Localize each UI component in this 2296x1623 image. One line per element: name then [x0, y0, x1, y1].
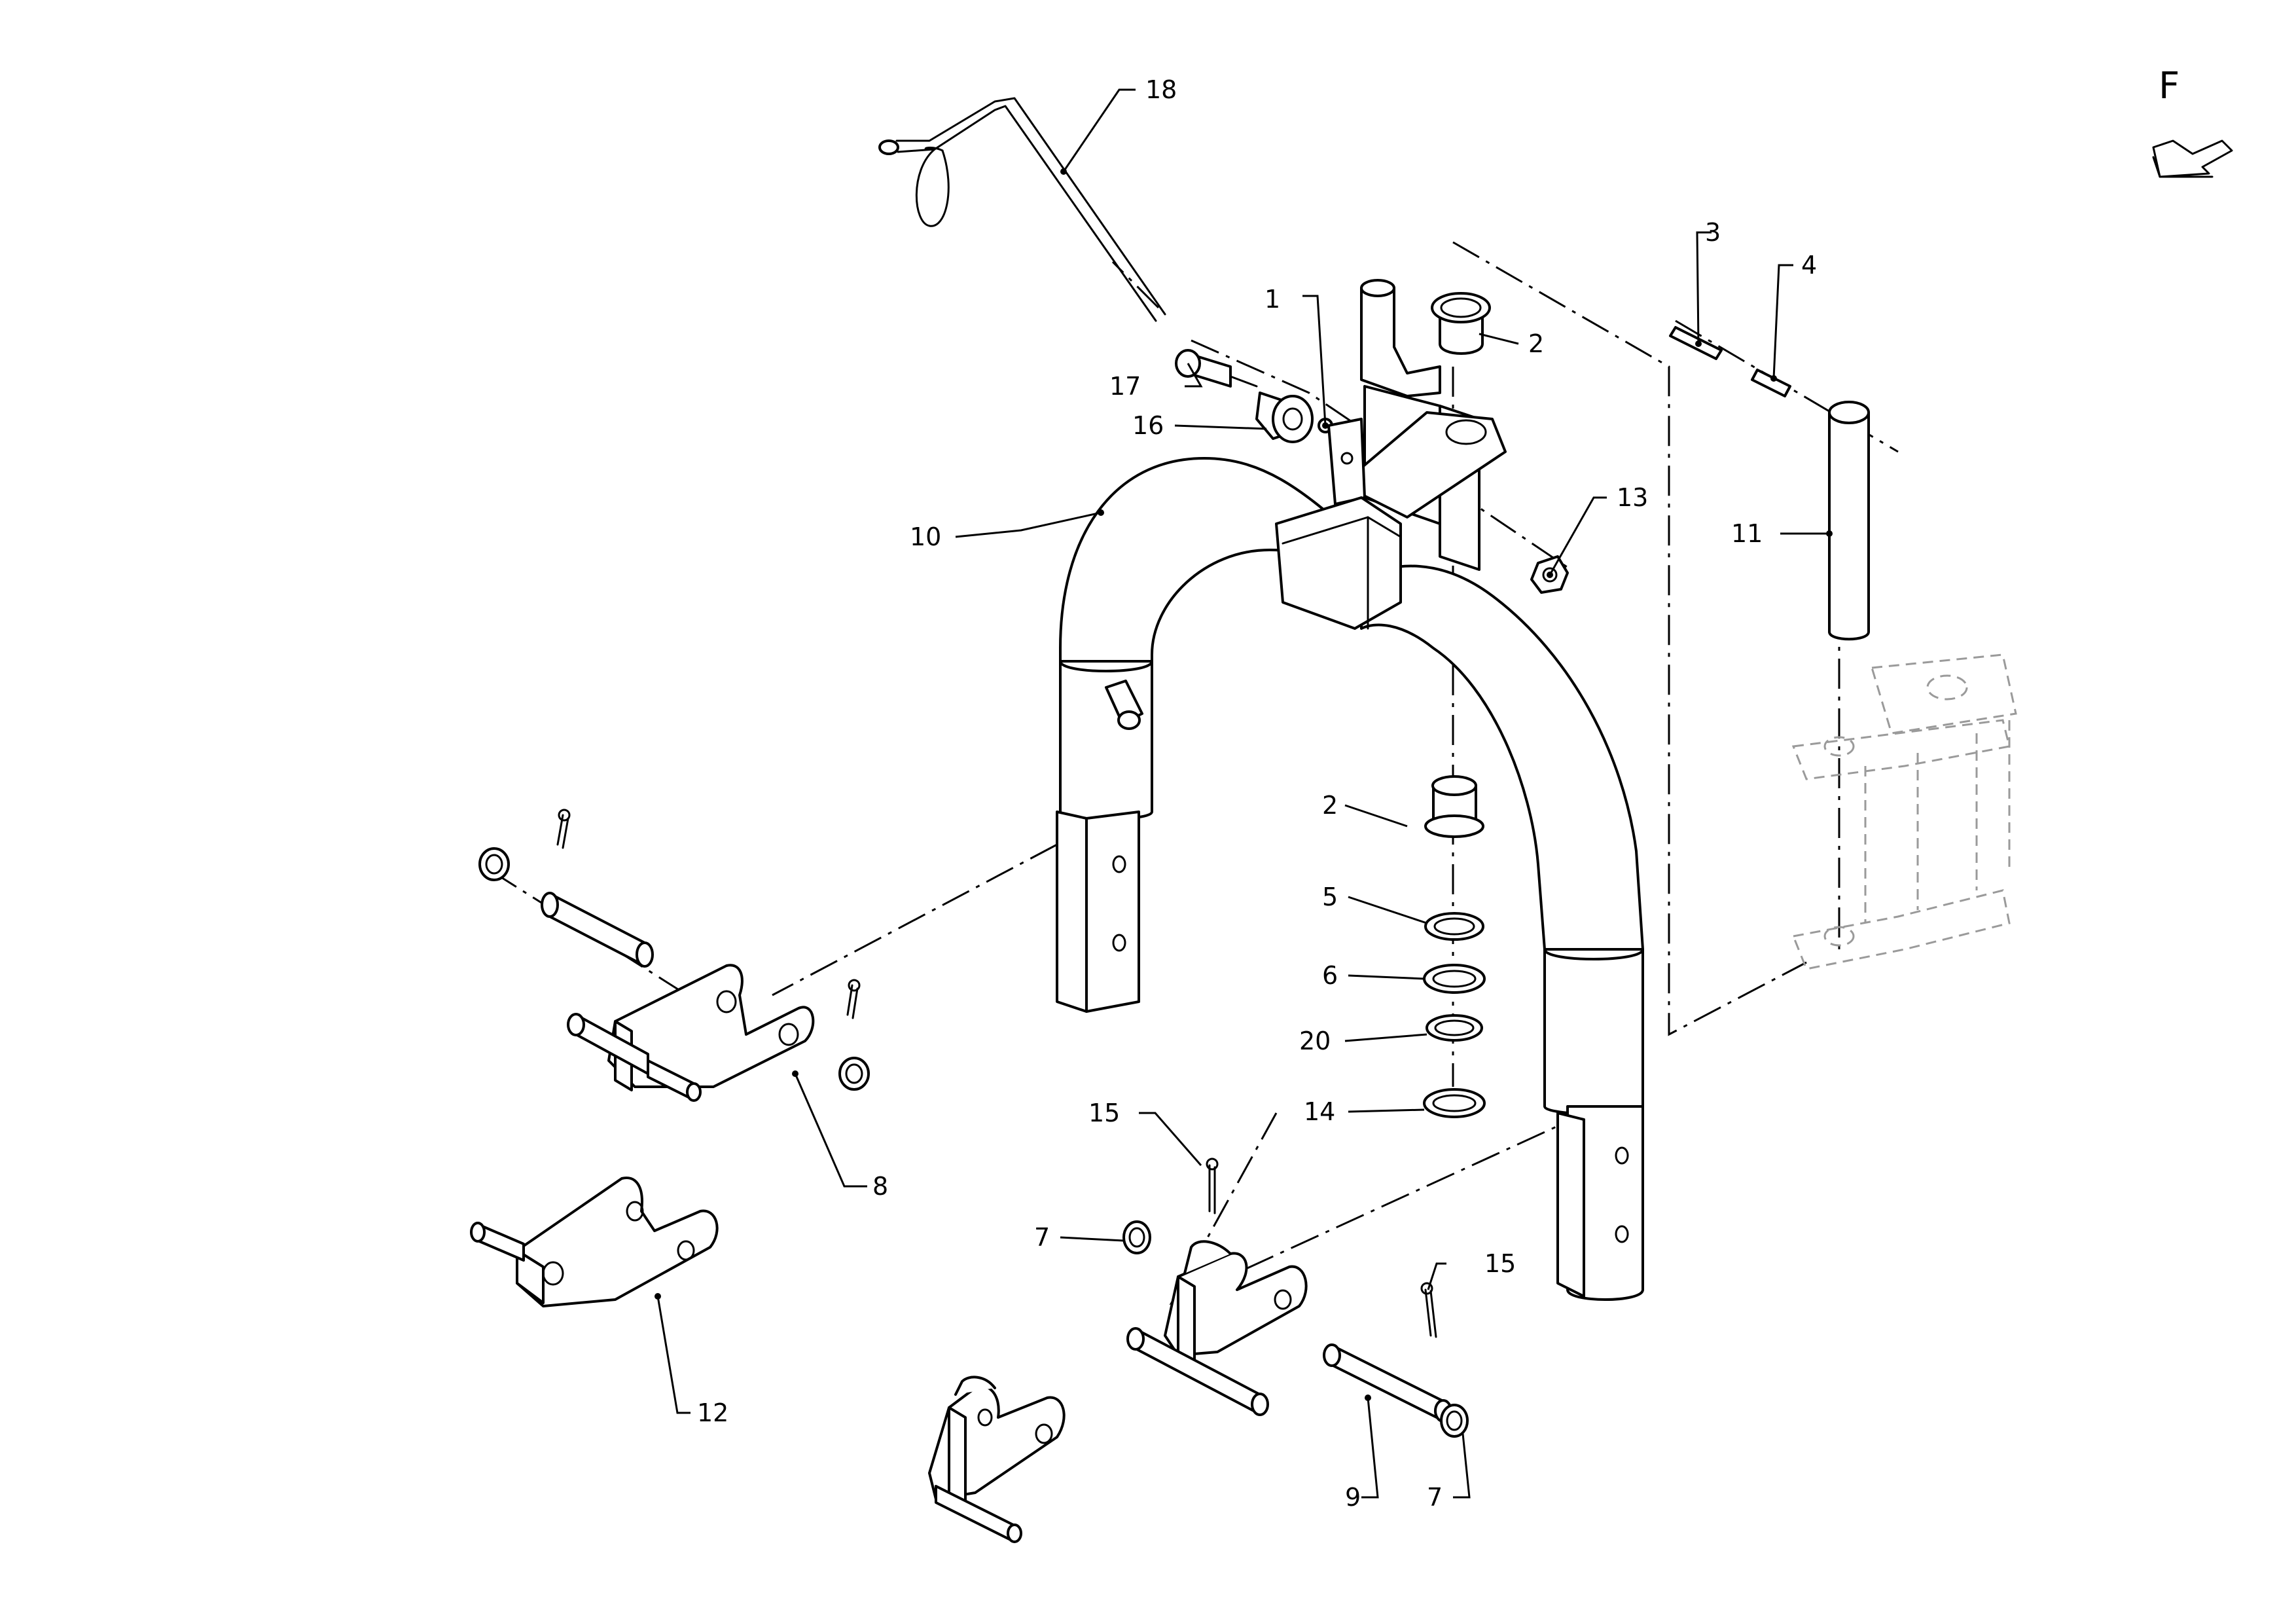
part-17-pin — [1175, 349, 1258, 388]
right-clevis-washer — [838, 1057, 870, 1091]
view-letter: F — [2159, 65, 2179, 107]
callout-15-lower: 15 — [1484, 1249, 1516, 1278]
leader-lines — [655, 88, 1833, 1499]
part-16-spacer — [1255, 392, 1314, 443]
part-6-washer — [1423, 964, 1486, 994]
callout-15-upper: 15 — [1088, 1099, 1120, 1127]
callout-20: 20 — [1299, 1027, 1331, 1055]
callout-14: 14 — [1304, 1097, 1335, 1126]
right-cotter-pin — [846, 979, 861, 1019]
part-2-upper-bushing — [1431, 292, 1491, 355]
center-clevis — [1126, 1240, 1308, 1416]
part-7-washer-upper — [1122, 1220, 1151, 1254]
callout-labels: 18 1 2 3 4 17 16 13 10 11 2 5 6 20 14 15… — [697, 75, 1817, 1512]
callout-1: 1 — [1265, 285, 1280, 314]
part-14-snap-ring — [1423, 1088, 1486, 1118]
left-clevis-washer — [478, 847, 510, 881]
part-18-lever — [878, 97, 1166, 322]
callout-3: 3 — [1705, 218, 1721, 247]
callout-4: 4 — [1801, 251, 1817, 280]
callout-9: 9 — [1345, 1483, 1361, 1512]
part-15-cotter-pin-lower — [1420, 1282, 1437, 1338]
part-4-roll-pin — [1751, 369, 1791, 397]
part-9-pin — [1323, 1343, 1452, 1423]
bottom-clevis — [928, 1376, 1066, 1543]
callout-6: 6 — [1322, 961, 1338, 990]
part-11-pivot-pin — [1828, 401, 1870, 641]
callout-2-lower: 2 — [1322, 791, 1338, 820]
callout-7-upper: 7 — [1034, 1223, 1050, 1252]
callout-7-lower: 7 — [1427, 1483, 1443, 1512]
view-marker: F — [2152, 65, 2233, 178]
callout-10: 10 — [910, 522, 941, 551]
callout-8: 8 — [872, 1172, 888, 1201]
callout-13: 13 — [1617, 483, 1648, 512]
left-clevis-pin — [541, 892, 654, 968]
left-cotter-pin — [556, 809, 571, 849]
part-10-arch-frame — [1056, 457, 1644, 1301]
mounting-bracket-ghost — [1791, 653, 2017, 970]
part-20-washer — [1426, 1014, 1483, 1042]
part-12-clevis-bracket — [470, 1176, 719, 1307]
assembly-axes — [490, 241, 1899, 1305]
callout-18: 18 — [1145, 75, 1177, 104]
part-7-washer-lower — [1440, 1404, 1469, 1438]
pivot-bracket — [1327, 279, 1507, 571]
part-2-lower-bushing — [1424, 775, 1484, 838]
callout-5: 5 — [1322, 883, 1338, 911]
callout-11: 11 — [1731, 519, 1763, 548]
view-direction-arrow-icon — [2152, 139, 2233, 178]
part-15-cotter-pin-upper — [1206, 1158, 1219, 1214]
callout-12: 12 — [697, 1398, 728, 1427]
part-5-washer — [1424, 912, 1484, 941]
callout-2-upper: 2 — [1528, 329, 1544, 358]
part-8-clevis — [567, 964, 815, 1102]
callout-16: 16 — [1132, 411, 1164, 440]
callout-17: 17 — [1109, 372, 1141, 401]
